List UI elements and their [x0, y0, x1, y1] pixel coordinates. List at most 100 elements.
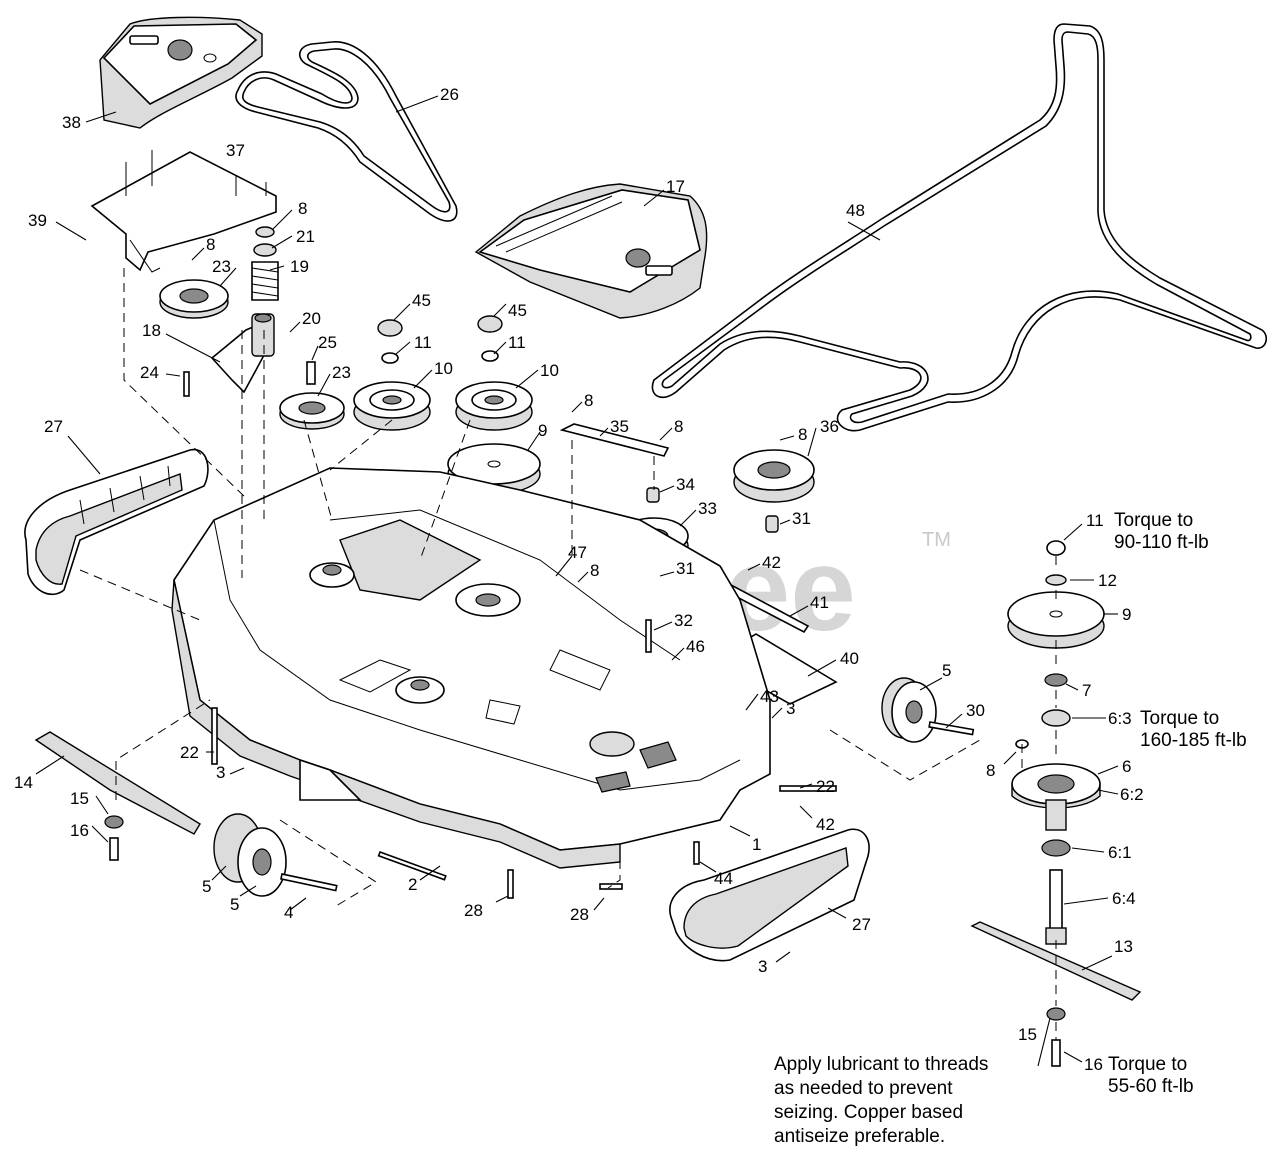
- callout-5: 5: [942, 661, 951, 680]
- callout-3: 3: [786, 699, 795, 718]
- callout-9: 9: [1122, 605, 1131, 624]
- callout-1: 1: [752, 835, 761, 854]
- callout-44: 44: [714, 869, 733, 888]
- callout-26: 26: [440, 85, 459, 104]
- callout-6: 6: [1122, 757, 1131, 776]
- callout-25: 25: [318, 333, 337, 352]
- torque-note-6-3-line2: 160-185 ft-lb: [1140, 730, 1247, 751]
- callout-20: 20: [302, 309, 321, 328]
- bolt-28-left: [507, 869, 514, 899]
- cap-45-left: [377, 319, 403, 337]
- callout-8: 8: [674, 417, 683, 436]
- bolt-44: [693, 841, 700, 865]
- callout-14: 14: [14, 773, 33, 792]
- spindle-pulley-10-left: [353, 381, 431, 431]
- callout-45: 45: [508, 301, 527, 320]
- callout-15: 15: [1018, 1025, 1037, 1044]
- callout-10: 10: [540, 361, 559, 380]
- callout-36: 36: [820, 417, 839, 436]
- callout-3: 3: [216, 763, 225, 782]
- callout-7: 7: [1082, 681, 1091, 700]
- callout-11: 11: [414, 333, 432, 352]
- callout-39: 39: [28, 211, 47, 230]
- callout-19: 19: [290, 257, 309, 276]
- callout-46: 46: [686, 637, 705, 656]
- notes: Torque to 90-110 ft-lb Torque to 160-185…: [774, 510, 1247, 1147]
- callout-37: 37: [226, 141, 245, 160]
- callout-33: 33: [698, 499, 717, 518]
- callout-8: 8: [584, 391, 593, 410]
- torque-note-6-3-line1: Torque to: [1140, 708, 1219, 729]
- idler-arm-18: [210, 313, 275, 394]
- belt-cover-38: [99, 16, 263, 129]
- callout-35: 35: [610, 417, 629, 436]
- wheel-5-right: [881, 677, 975, 743]
- leader-lines: [35, 95, 1119, 1067]
- bumper-27-right: [669, 828, 870, 962]
- callout-22: 22: [180, 743, 199, 762]
- bolt-16-left: [109, 837, 119, 861]
- callout-27: 27: [44, 417, 63, 436]
- callout-41: 41: [810, 593, 829, 612]
- callout-8: 8: [206, 235, 215, 254]
- callout-48: 48: [846, 201, 865, 220]
- rod-2: [377, 850, 447, 881]
- callout-42: 42: [816, 815, 835, 834]
- callout-16: 16: [70, 821, 89, 840]
- callout-31: 31: [792, 509, 811, 528]
- callout-40: 40: [840, 649, 859, 668]
- lubricant-note-line4: antiseize preferable.: [774, 1126, 945, 1147]
- watermark-trademark: TM: [922, 529, 951, 551]
- bracket-35: [559, 423, 670, 457]
- callout-28: 28: [570, 905, 589, 924]
- bolt-22-right: [779, 785, 837, 792]
- callout-4: 4: [284, 903, 293, 922]
- lubricant-note-line1: Apply lubricant to threads: [774, 1054, 988, 1075]
- belt-cover-17: [474, 183, 708, 319]
- bolt-22-left: [211, 707, 218, 765]
- pin-32: [645, 619, 652, 653]
- callout-27: 27: [852, 915, 871, 934]
- callout-13: 13: [1114, 937, 1133, 956]
- belt-26: [235, 41, 458, 222]
- callout-3: 3: [758, 957, 767, 976]
- callout-11: 11: [508, 333, 526, 352]
- idler-bracket-37: [90, 150, 277, 273]
- callout-6-3: 6:3: [1108, 709, 1132, 728]
- callout-6-1: 6:1: [1108, 843, 1132, 862]
- callout-43: 43: [760, 687, 779, 706]
- cap-45-right: [477, 315, 503, 333]
- torque-note-11-line2: 90-110 ft-lb: [1114, 532, 1209, 553]
- callout-45: 45: [412, 291, 431, 310]
- lubricant-note-line2: as needed to prevent: [774, 1078, 953, 1099]
- alignment-lines: [79, 268, 1057, 1040]
- callout-30: 30: [966, 701, 985, 720]
- callout-17: 17: [666, 177, 685, 196]
- callout-2: 2: [408, 875, 417, 894]
- callout-23: 23: [212, 257, 231, 276]
- pin-24: [183, 371, 190, 397]
- callout-8: 8: [590, 561, 599, 580]
- idler-pulley-36: [733, 449, 815, 503]
- callout-5: 5: [230, 895, 239, 914]
- callout-6-2: 6:2: [1120, 785, 1144, 804]
- callout-21: 21: [296, 227, 315, 246]
- callout-15: 15: [70, 789, 89, 808]
- mower-deck-1: [171, 467, 771, 869]
- callout-6-4: 6:4: [1112, 889, 1136, 908]
- wheel-5-left: [213, 813, 338, 897]
- callout-8: 8: [986, 761, 995, 780]
- callout-24: 24: [140, 363, 159, 382]
- bumper-27-left: [24, 448, 209, 596]
- spindle-pulley-10-right: [455, 381, 533, 431]
- callout-12: 12: [1098, 571, 1117, 590]
- callout-34: 34: [676, 475, 695, 494]
- callout-42: 42: [762, 553, 781, 572]
- callout-11: 11: [1086, 511, 1104, 530]
- callout-8: 8: [298, 199, 307, 218]
- torque-note-11-line1: Torque to: [1114, 510, 1193, 531]
- nut-11-left: [381, 352, 399, 364]
- idler-pulley-23-center: [279, 361, 345, 430]
- callout-23: 23: [332, 363, 351, 382]
- spacer-31-right: [765, 515, 779, 533]
